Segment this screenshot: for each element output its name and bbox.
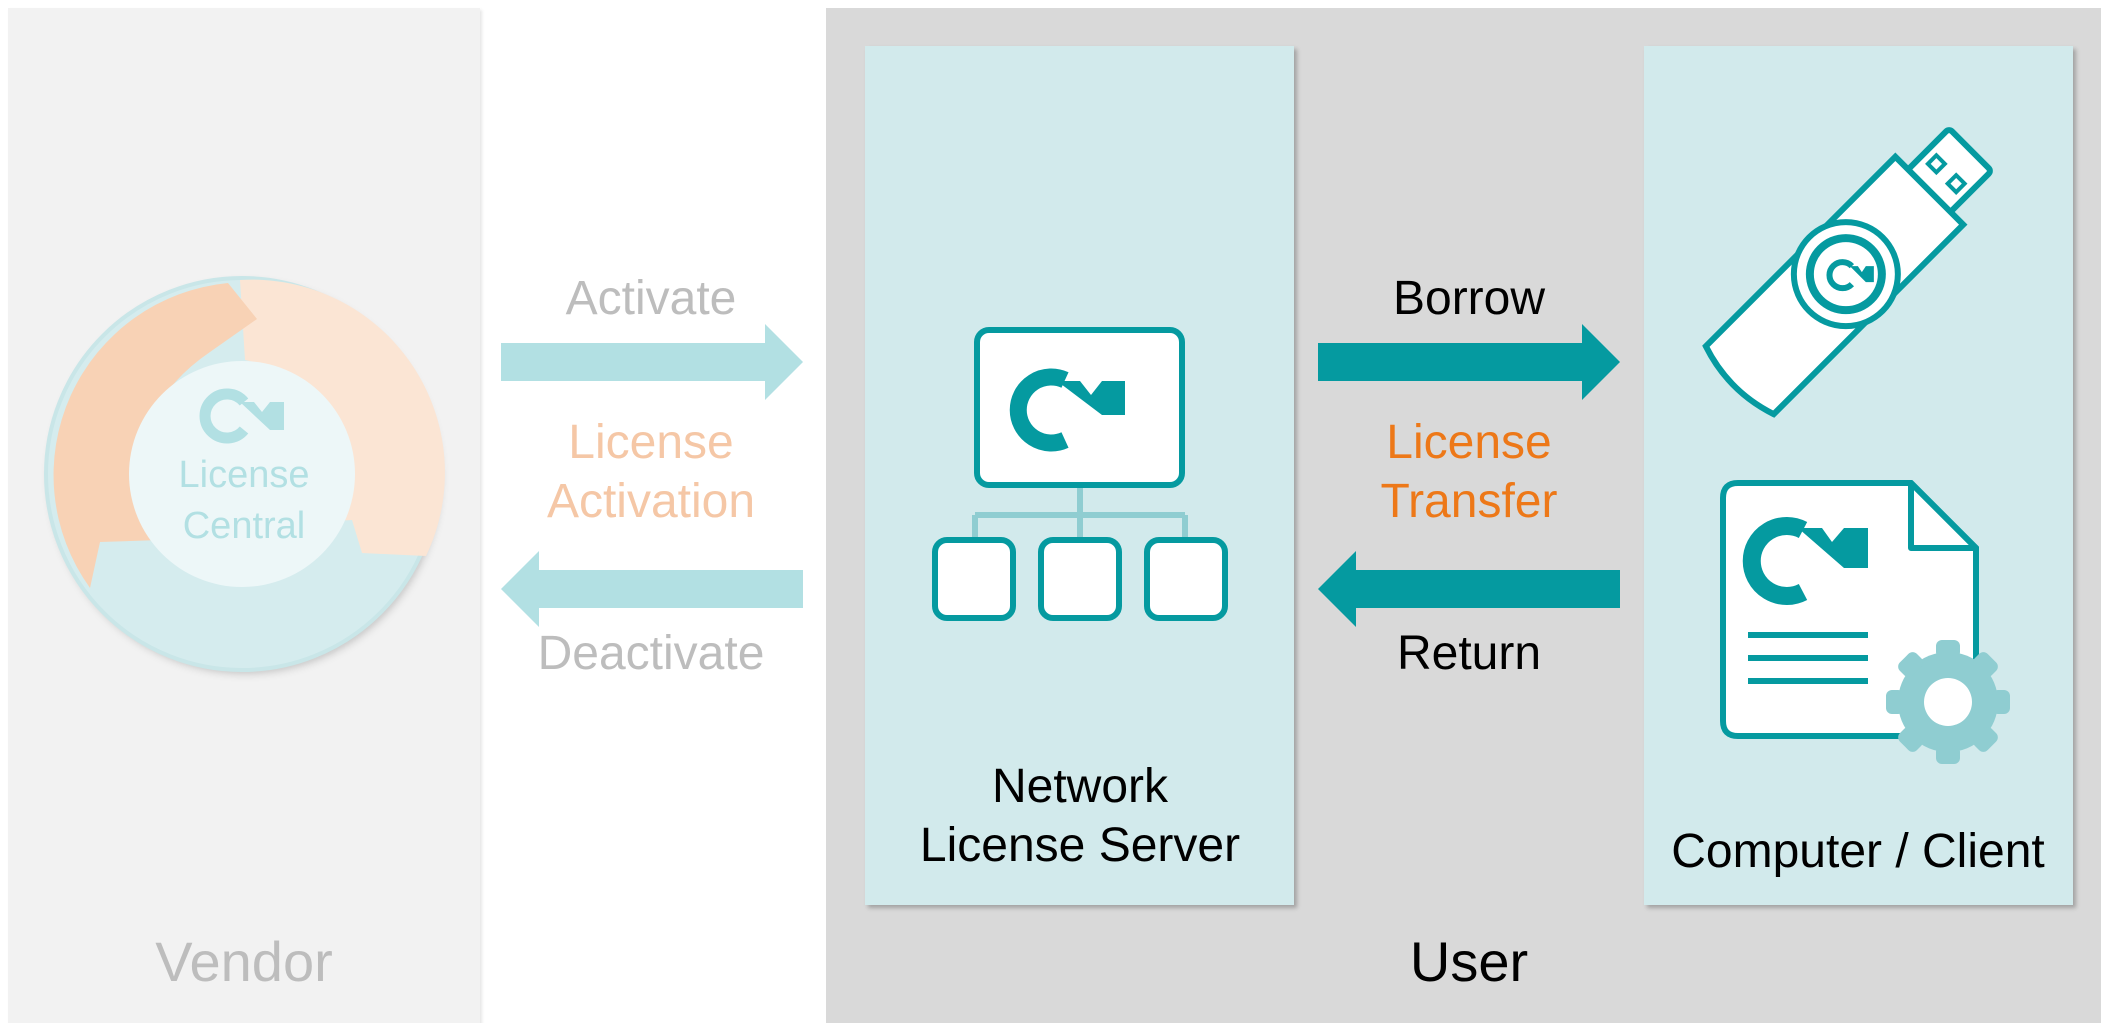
- license-central-line2: Central: [182, 505, 306, 548]
- activate-label: Activate: [565, 272, 737, 325]
- license-central-label: License Central: [179, 450, 310, 553]
- user-title: User: [1409, 930, 1529, 993]
- vendor-title: Vendor: [155, 930, 333, 993]
- deactivate-label: Deactivate: [537, 627, 765, 680]
- cm-logo-icon: [199, 388, 284, 444]
- license-transfer-line1: License: [1386, 416, 1552, 469]
- license-file-icon: [1720, 480, 2010, 764]
- network-license-server-label: Network License Server: [920, 758, 1240, 875]
- license-transfer-label: License Transfer: [1381, 414, 1558, 531]
- server-label-line1: Network: [991, 760, 1169, 813]
- license-activation-line1: License: [568, 416, 734, 469]
- computer-client-label: Computer / Client: [1671, 825, 2045, 878]
- license-activation-label: License Activation: [547, 414, 755, 531]
- usb-dongle-icon: [1702, 127, 1993, 418]
- server-label-line2: License Server: [919, 818, 1241, 872]
- license-central-line1: License: [178, 454, 310, 496]
- license-activation-line2: Activation: [546, 474, 756, 528]
- return-label: Return: [1396, 627, 1542, 680]
- network-server-icon: [932, 327, 1228, 621]
- computer-client-card: [1644, 46, 2073, 905]
- borrow-label: Borrow: [1392, 272, 1546, 325]
- license-transfer-line2: Transfer: [1380, 474, 1558, 528]
